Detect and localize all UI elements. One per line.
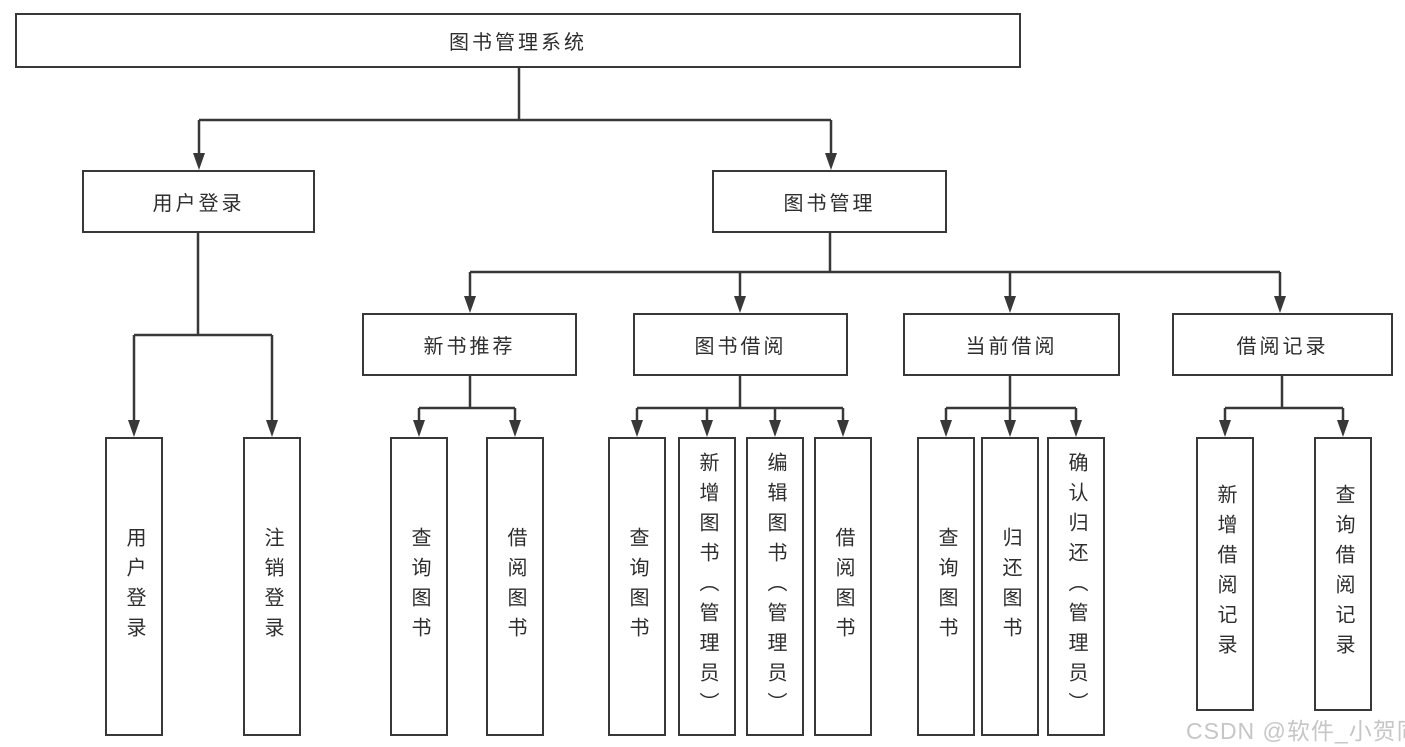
leaf-confirm-return-admin: 确认归还（管理员） [1047, 437, 1105, 736]
leaf-logout: 注销登录 [243, 437, 301, 736]
leaf-query-books-borrowing-label: 查询图书 [626, 526, 648, 647]
leaf-user-login: 用户登录 [105, 437, 163, 736]
node-borrowing-records-label: 借阅记录 [1236, 336, 1329, 358]
leaf-user-login-label: 用户登录 [123, 526, 145, 647]
leaf-query-borrow-record-label: 查询借阅记录 [1332, 484, 1354, 664]
leaf-logout-label: 注销登录 [261, 526, 283, 647]
leaf-query-books-recommend-label: 查询图书 [408, 526, 430, 647]
leaf-query-books-borrowing: 查询图书 [608, 437, 666, 736]
node-borrowing-records: 借阅记录 [1172, 313, 1393, 376]
node-new-book-recommend: 新书推荐 [362, 313, 577, 376]
node-book-borrowing: 图书借阅 [633, 313, 848, 376]
arrowhead-icons [128, 153, 1349, 437]
leaf-query-books-current: 查询图书 [917, 437, 975, 736]
leaf-edit-book-admin-label: 编辑图书（管理员） [764, 451, 786, 722]
node-new-book-recommend-label: 新书推荐 [423, 336, 516, 358]
leaf-add-book-admin-label: 新增图书（管理员） [696, 451, 718, 722]
leaf-borrow-books-recommend-label: 借阅图书 [504, 526, 526, 647]
leaf-borrow-books: 借阅图书 [814, 437, 872, 736]
node-book-management-label: 图书管理 [783, 193, 876, 215]
leaf-query-books-recommend: 查询图书 [390, 437, 448, 736]
leaf-query-books-current-label: 查询图书 [935, 526, 957, 647]
leaf-return-books: 归还图书 [981, 437, 1039, 736]
leaf-add-book-admin: 新增图书（管理员） [678, 437, 736, 736]
node-user-login: 用户登录 [82, 170, 315, 233]
leaf-return-books-label: 归还图书 [999, 526, 1021, 647]
leaf-add-borrow-record: 新增借阅记录 [1196, 437, 1254, 711]
leaf-confirm-return-admin-label: 确认归还（管理员） [1065, 451, 1087, 722]
node-current-borrowing-label: 当前借阅 [965, 336, 1058, 358]
node-user-login-label: 用户登录 [152, 193, 245, 215]
node-book-management: 图书管理 [712, 170, 947, 233]
leaf-query-borrow-record: 查询借阅记录 [1314, 437, 1372, 711]
node-library-system: 图书管理系统 [15, 13, 1021, 68]
leaf-edit-book-admin: 编辑图书（管理员） [746, 437, 804, 736]
leaf-borrow-books-label: 借阅图书 [832, 526, 854, 647]
leaf-add-borrow-record-label: 新增借阅记录 [1214, 484, 1236, 664]
csdn-watermark: CSDN @软件_小贺同学 [1186, 718, 1405, 744]
node-book-borrowing-label: 图书借阅 [694, 336, 787, 358]
leaf-borrow-books-recommend: 借阅图书 [486, 437, 544, 736]
node-current-borrowing: 当前借阅 [903, 313, 1120, 376]
node-library-system-label: 图书管理系统 [449, 32, 587, 54]
